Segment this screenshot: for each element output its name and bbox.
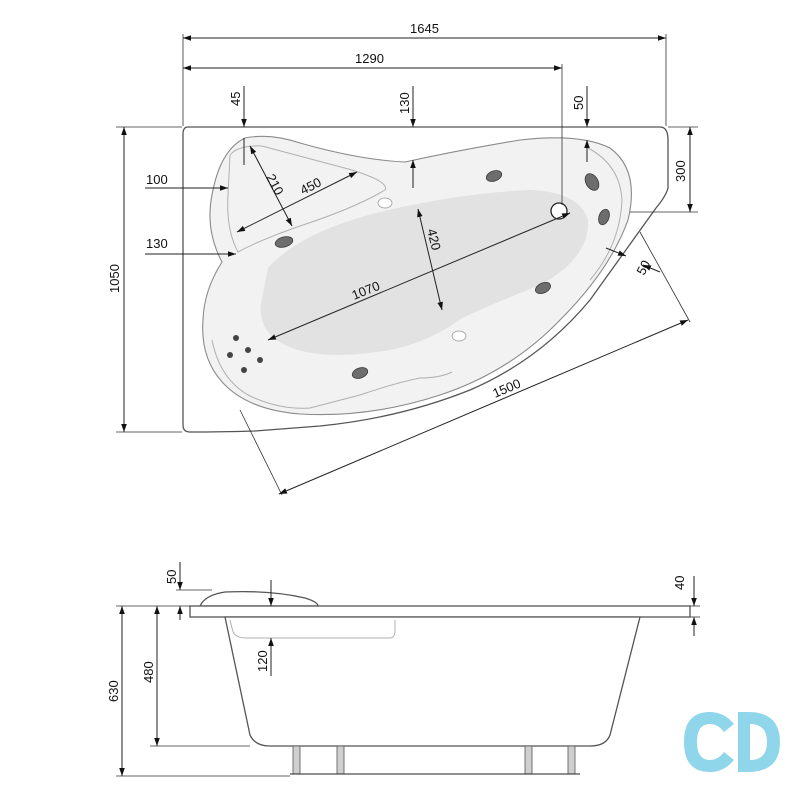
headrest-profile <box>198 590 319 607</box>
dimension-label-630: 630 <box>106 680 121 702</box>
massage-dot <box>245 347 251 353</box>
dimension-label-1290: 1290 <box>355 51 384 66</box>
jet-nozzle-light <box>377 197 393 209</box>
dimension-label-50-top: 50 <box>571 96 586 110</box>
dimension-label-100: 100 <box>146 172 168 187</box>
jet-nozzle <box>598 208 610 226</box>
support-leg <box>567 745 576 775</box>
massage-dot <box>257 357 263 363</box>
bathtub-right-contour <box>587 147 623 281</box>
jet-nozzle <box>584 173 600 191</box>
dimension-label-50-right: 50 <box>633 258 653 278</box>
dimension-label-120: 120 <box>255 650 270 672</box>
logo-c-shape <box>684 712 734 772</box>
massage-dot <box>233 335 239 341</box>
dimension-line-1070 <box>267 212 571 341</box>
dimension-label-50-side: 50 <box>164 570 179 584</box>
support-leg <box>336 745 345 775</box>
dimension-label-1645: 1645 <box>410 21 439 36</box>
bathtub-rim <box>189 605 691 618</box>
bathtub-shell-profile <box>224 616 641 747</box>
drain-icon <box>550 202 568 220</box>
massage-dot <box>241 367 247 373</box>
dimension-label-130-left: 130 <box>146 236 168 251</box>
side-view: 630 480 50 40 120 <box>106 562 700 777</box>
support-leg <box>524 745 533 775</box>
dimension-label-130-top: 130 <box>397 92 412 114</box>
dimension-line-450 <box>236 171 358 233</box>
support-leg <box>292 745 301 775</box>
dimension-label-40: 40 <box>672 576 687 590</box>
dimension-label-1050: 1050 <box>107 264 122 293</box>
dimension-line-50-right <box>605 247 627 257</box>
massage-dot <box>227 352 233 358</box>
top-view: 1645 1290 1050 300 45 130 50 100 130 210… <box>107 21 698 496</box>
dimension-label-45: 45 <box>228 92 243 106</box>
jet-nozzle-light <box>451 330 467 342</box>
logo-d-shape <box>738 712 780 772</box>
dimension-label-480: 480 <box>141 661 156 683</box>
dimension-line-1500 <box>278 319 689 495</box>
jet-nozzle <box>485 170 503 182</box>
brand-logo <box>684 712 780 772</box>
bathtub-seat-recess <box>229 619 396 639</box>
dimension-label-300: 300 <box>673 160 688 182</box>
